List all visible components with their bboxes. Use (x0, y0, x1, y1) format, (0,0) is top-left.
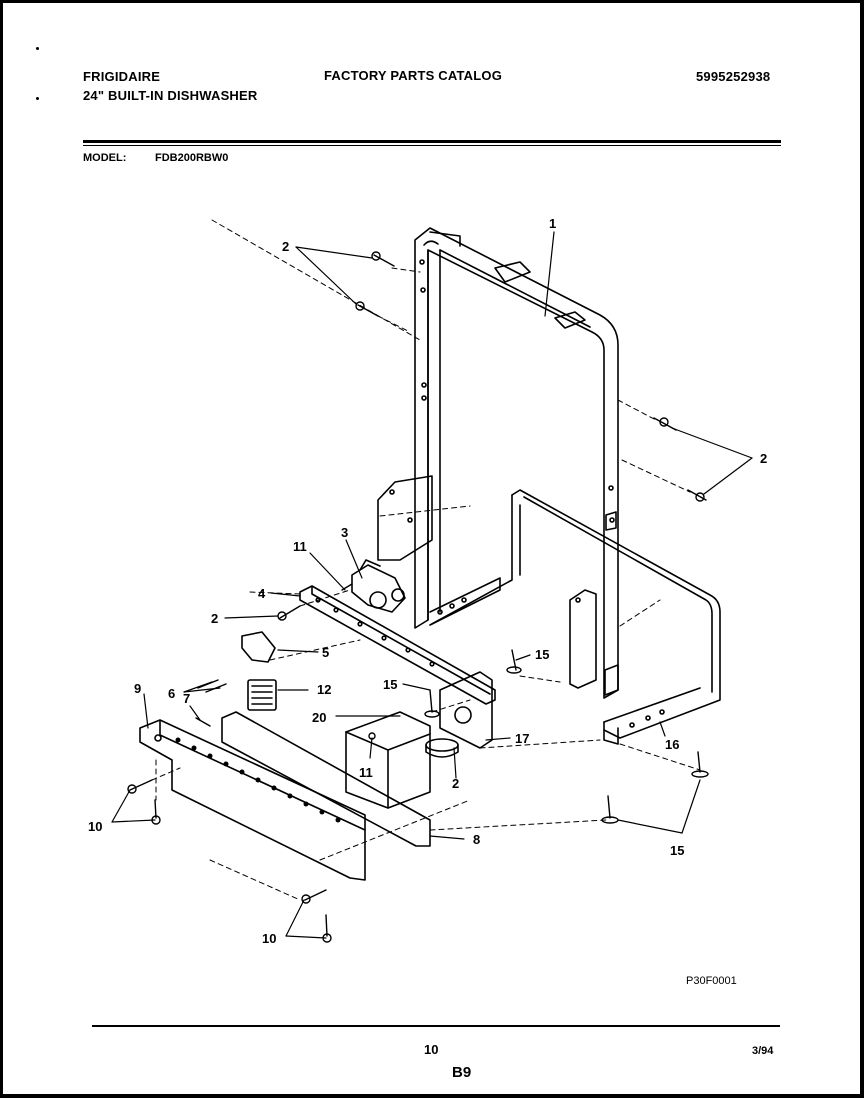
callout-6: 6 (168, 686, 176, 701)
callout-11: 11 (359, 765, 373, 780)
transformer-part (247, 679, 277, 711)
hinge-bracket (377, 475, 433, 561)
callout-15: 15 (535, 647, 550, 662)
section-code: B9 (452, 1064, 472, 1081)
callout-4: 4 (258, 586, 266, 601)
callout-10: 10 (88, 819, 103, 834)
callout-15: 15 (670, 843, 685, 858)
callout-5: 5 (322, 645, 330, 660)
callout-leaders (111, 231, 753, 939)
valve-assembly-part (351, 559, 406, 613)
header-rule (83, 140, 781, 143)
catalog-number: 5995252938 (696, 69, 771, 84)
figure-code: P30F0001 (686, 975, 737, 987)
callout-11: 11 (293, 539, 307, 554)
callout-3: 3 (341, 525, 349, 540)
callout-9: 9 (134, 681, 142, 696)
catalog-title: FACTORY PARTS CATALOG (324, 68, 503, 83)
base-frame-part (429, 489, 721, 745)
toe-kick-panel-part (139, 719, 366, 881)
callout-12: 12 (317, 682, 332, 697)
callout-15: 15 (383, 677, 398, 692)
callout-17: 17 (515, 731, 530, 746)
callout-2: 2 (760, 451, 768, 466)
callout-8: 8 (473, 832, 481, 847)
callout-1: 1 (549, 216, 557, 231)
footer-rule (92, 1025, 780, 1027)
callout-2: 2 (211, 611, 219, 626)
callout-2: 2 (452, 776, 460, 791)
screw-fasteners (127, 251, 709, 943)
revision-date: 3/94 (752, 1045, 774, 1057)
callout-16: 16 (665, 737, 680, 752)
model-label: MODEL: (83, 152, 127, 164)
door-frame-part (414, 227, 619, 699)
punch-mark (36, 97, 39, 100)
callout-20: 20 (312, 710, 327, 725)
callout-2: 2 (282, 239, 290, 254)
brand-name: FRIGIDAIRE (83, 69, 161, 84)
product-name: 24" BUILT-IN DISHWASHER (83, 88, 258, 103)
clip-part (241, 631, 276, 663)
punch-mark (36, 47, 39, 50)
assembly-lines (151, 219, 701, 901)
callout-10: 10 (262, 931, 277, 946)
model-number: FDB200RBW0 (155, 152, 229, 164)
base-bracket (569, 589, 597, 689)
support-rail-part (299, 585, 496, 705)
inner-panel-part (221, 711, 431, 847)
header-rule-thin (83, 145, 781, 146)
capacitor-box-part (345, 711, 431, 809)
callout-7: 7 (183, 691, 191, 706)
page-number: 10 (424, 1042, 439, 1057)
